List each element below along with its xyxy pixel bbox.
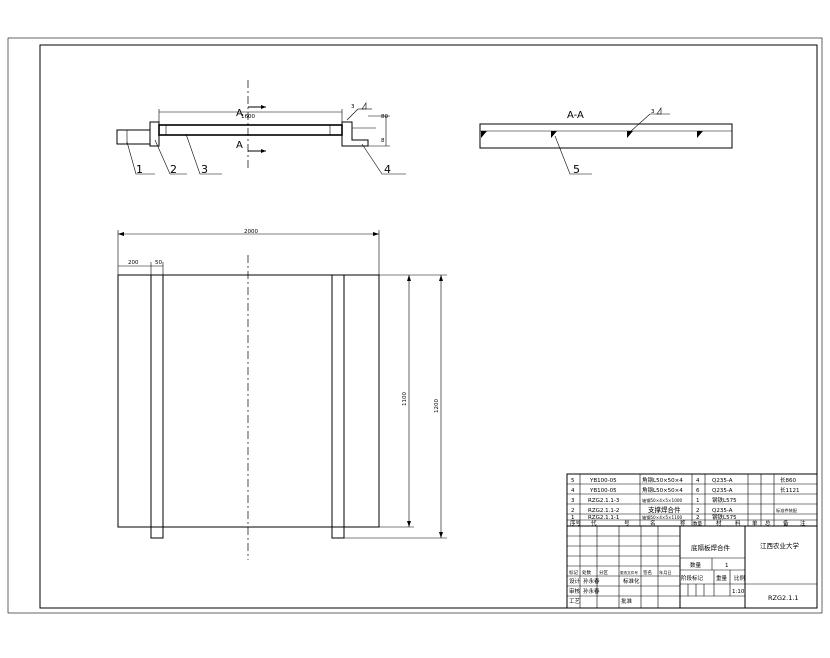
parts-row-no: 2: [571, 508, 575, 514]
parts-row-extra: 标准件装配: [776, 507, 798, 514]
parts-row-qty: 4: [696, 478, 700, 484]
parts-row-material: Q235-A: [712, 488, 733, 494]
hdr-qty: 数量: [693, 520, 702, 527]
parts-table: 5 YB100-05 角钢L50×50×4 4 Q235-A 长860 4 YB…: [566, 473, 818, 527]
section-mark-top: A: [236, 108, 243, 119]
parts-row-name: 角钢L50×50×4: [642, 476, 683, 484]
part-3-bar: [158, 124, 343, 136]
weld-symbol-aa: 3: [651, 109, 655, 115]
dim-side-small-a: 80: [381, 114, 388, 120]
section-bar: [479, 123, 733, 149]
part-2-plate: [149, 121, 160, 147]
rev-date: 年月日: [659, 569, 672, 576]
rev-count: 处数: [582, 569, 591, 576]
plan-left-upright: [150, 274, 164, 539]
parts-row-qty: 1: [696, 498, 700, 504]
check-label: 审核: [569, 587, 581, 595]
dim-left-offset: 200: [128, 260, 139, 266]
parts-row-code: YB100-05: [589, 478, 617, 484]
parts-row-code: RZG2.1.1-3: [588, 498, 620, 504]
parts-row-material: 钢铁L575: [712, 513, 737, 521]
parts-row-name: 角钢L50×50×4: [642, 486, 683, 494]
weight-label: 重量: [716, 574, 728, 582]
rev-mark: 标记: [569, 569, 578, 576]
balloon-3: 3: [201, 163, 208, 176]
scale-label: 比例: [734, 574, 746, 582]
outer-border: [7, 37, 823, 614]
hdr-single: 单: [752, 519, 758, 527]
stage-label: 阶段标记: [681, 574, 704, 582]
parts-row-material: Q235-A: [712, 508, 733, 514]
std-label: 标准化: [623, 577, 640, 585]
parts-row-no: 1: [571, 515, 575, 521]
section-title: A-A: [567, 110, 584, 121]
hdr-material2: 料: [735, 519, 741, 527]
parts-row-qty: 2: [696, 508, 700, 514]
approve-label: 批准: [621, 597, 633, 605]
parts-row-name: 支撑焊合件: [648, 505, 681, 514]
parts-row-name: 轴钢50×4×5×1000: [642, 497, 683, 504]
parts-row-extra: 长860: [780, 476, 796, 484]
parts-row-extra: 长1121: [780, 486, 800, 494]
hdr-note: 备: [783, 519, 789, 527]
hdr-name: 名: [650, 519, 656, 527]
process-label: 工艺: [569, 598, 581, 605]
dim-height-outer: 1200: [434, 399, 440, 413]
rev-doc: 更改文件号: [620, 570, 638, 575]
plan-view: 2000 200 50 1100 1200: [117, 229, 447, 560]
balloon-2: 2: [170, 163, 177, 176]
dim-left-width: 50: [155, 260, 162, 266]
design-label: 设计: [569, 577, 581, 585]
balloon-4: 4: [384, 163, 391, 176]
front-view: A A 1600 3 80 8 1 2 3 4: [116, 80, 406, 176]
drawing-number: RZG2.1.1: [768, 594, 799, 602]
dim-side-small-b: 8: [381, 138, 385, 144]
parts-row-qty: 2: [696, 515, 700, 521]
hdr-code: 代: [591, 519, 597, 527]
parts-row-code: RZG2.1.1-2: [588, 508, 619, 514]
rev-zone: 分区: [599, 569, 608, 576]
part-4-bracket: [341, 121, 369, 147]
hdr-material: 材: [716, 519, 722, 527]
parts-row-material: 钢铁L575: [712, 496, 737, 504]
designer-name: 孙永春: [583, 577, 600, 585]
plan-right-upright: [331, 274, 345, 539]
plan-outline: [117, 274, 380, 528]
parts-row-no: 5: [571, 478, 575, 484]
drawing-title: 底隔板焊合件: [691, 543, 731, 552]
parts-row-no: 3: [571, 498, 575, 504]
parts-row-code: RZG2.1.1-1: [588, 515, 619, 521]
inner-frame: [39, 44, 818, 609]
scale-value: 1:10: [732, 589, 745, 595]
section-mark-bottom: A: [236, 140, 243, 151]
dim-top-length: 1600: [241, 114, 255, 120]
checker-name: 孙永春: [583, 587, 600, 595]
hdr-name2: 称: [680, 519, 686, 527]
parts-row-material: Q235-A: [712, 478, 733, 484]
section-view-aa: A-A 3 5: [479, 107, 733, 176]
qty-label: 数量: [690, 561, 702, 569]
hdr-total: 总: [765, 519, 771, 527]
hdr-note2: 注: [800, 519, 806, 527]
school-name: 江西农业大学: [760, 541, 800, 550]
hdr-code2: 号: [624, 520, 630, 527]
parts-row-code: YB100-05: [589, 488, 617, 494]
dim-height-inner: 1100: [402, 392, 408, 406]
part-1-block: [116, 129, 151, 145]
weld-symbol: 3: [351, 104, 355, 110]
hdr-no: 序号: [570, 519, 582, 527]
parts-row-no: 4: [571, 488, 575, 494]
balloon-1: 1: [136, 163, 143, 176]
balloon-5: 5: [573, 163, 580, 176]
parts-row-qty: 6: [696, 488, 700, 494]
title-block: 底隔板焊合件 江西农业大学 数量 1 重量 比例 1:10 阶段标记 RZG2.…: [566, 525, 818, 609]
dim-overall-width: 2000: [244, 229, 258, 235]
qty-value: 1: [725, 563, 729, 569]
rev-sign: 签名: [643, 569, 652, 576]
parts-row-name: 轴钢50×4×5×1100: [642, 514, 683, 521]
